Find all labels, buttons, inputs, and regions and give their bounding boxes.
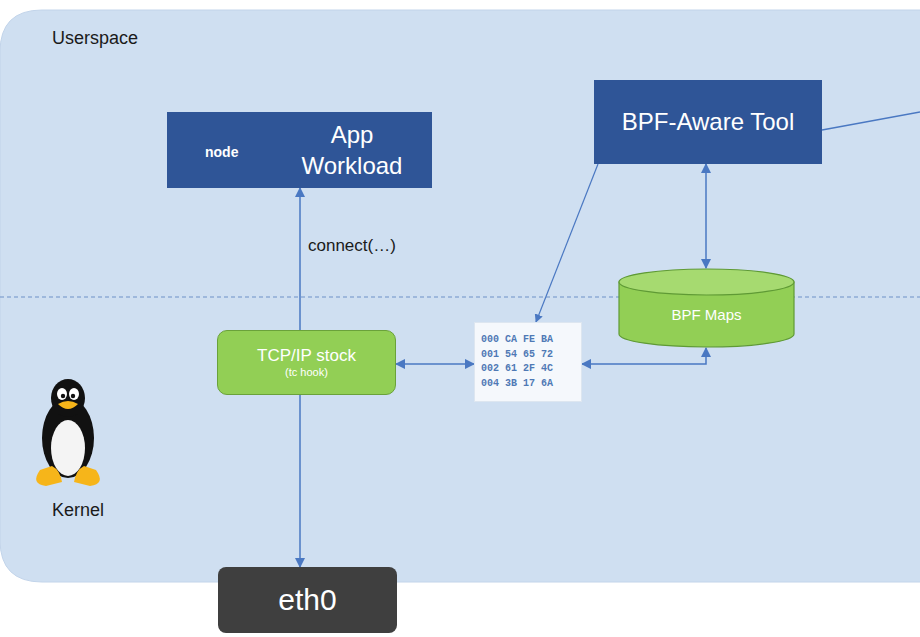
node-text: App Workload [287, 119, 417, 181]
connector-arrow [582, 348, 706, 364]
node-text: eth0 [278, 582, 336, 618]
connector-arrow [536, 164, 598, 322]
call-label: connect(…) [308, 236, 396, 256]
node-text: (tc hook) [285, 366, 328, 379]
connector-arrow [396, 363, 474, 365]
interface-box: eth0 [218, 567, 397, 633]
region-label: Userspace [52, 28, 138, 49]
node-text: BPF-Aware Tool [622, 106, 795, 137]
node-text: BPF Maps [671, 306, 741, 324]
node-text: 001 54 65 72 [481, 348, 553, 363]
process-box: TCP/IP stock(tc hook) [217, 330, 396, 395]
logo-text: node [205, 144, 238, 160]
node-text: 002 61 2F 4C [481, 362, 553, 377]
connector-arrow [299, 188, 301, 330]
connector-arrow [705, 164, 707, 268]
storage-cylinder: BPF Maps [618, 268, 795, 348]
node-text: 000 CA FE BA [481, 333, 553, 348]
connector-arrow [299, 395, 301, 567]
hex-dump: 000 CA FE BA001 54 65 72002 61 2F 4C004 … [474, 322, 582, 402]
penguin-icon [36, 379, 100, 486]
process-box: BPF-Aware Tool [594, 80, 822, 164]
node-text: TCP/IP stock [257, 346, 356, 366]
region-label: Kernel [52, 500, 104, 521]
leader-line [822, 112, 920, 130]
region-panel [0, 10, 920, 582]
node-text: 004 3B 17 6A [481, 377, 553, 392]
